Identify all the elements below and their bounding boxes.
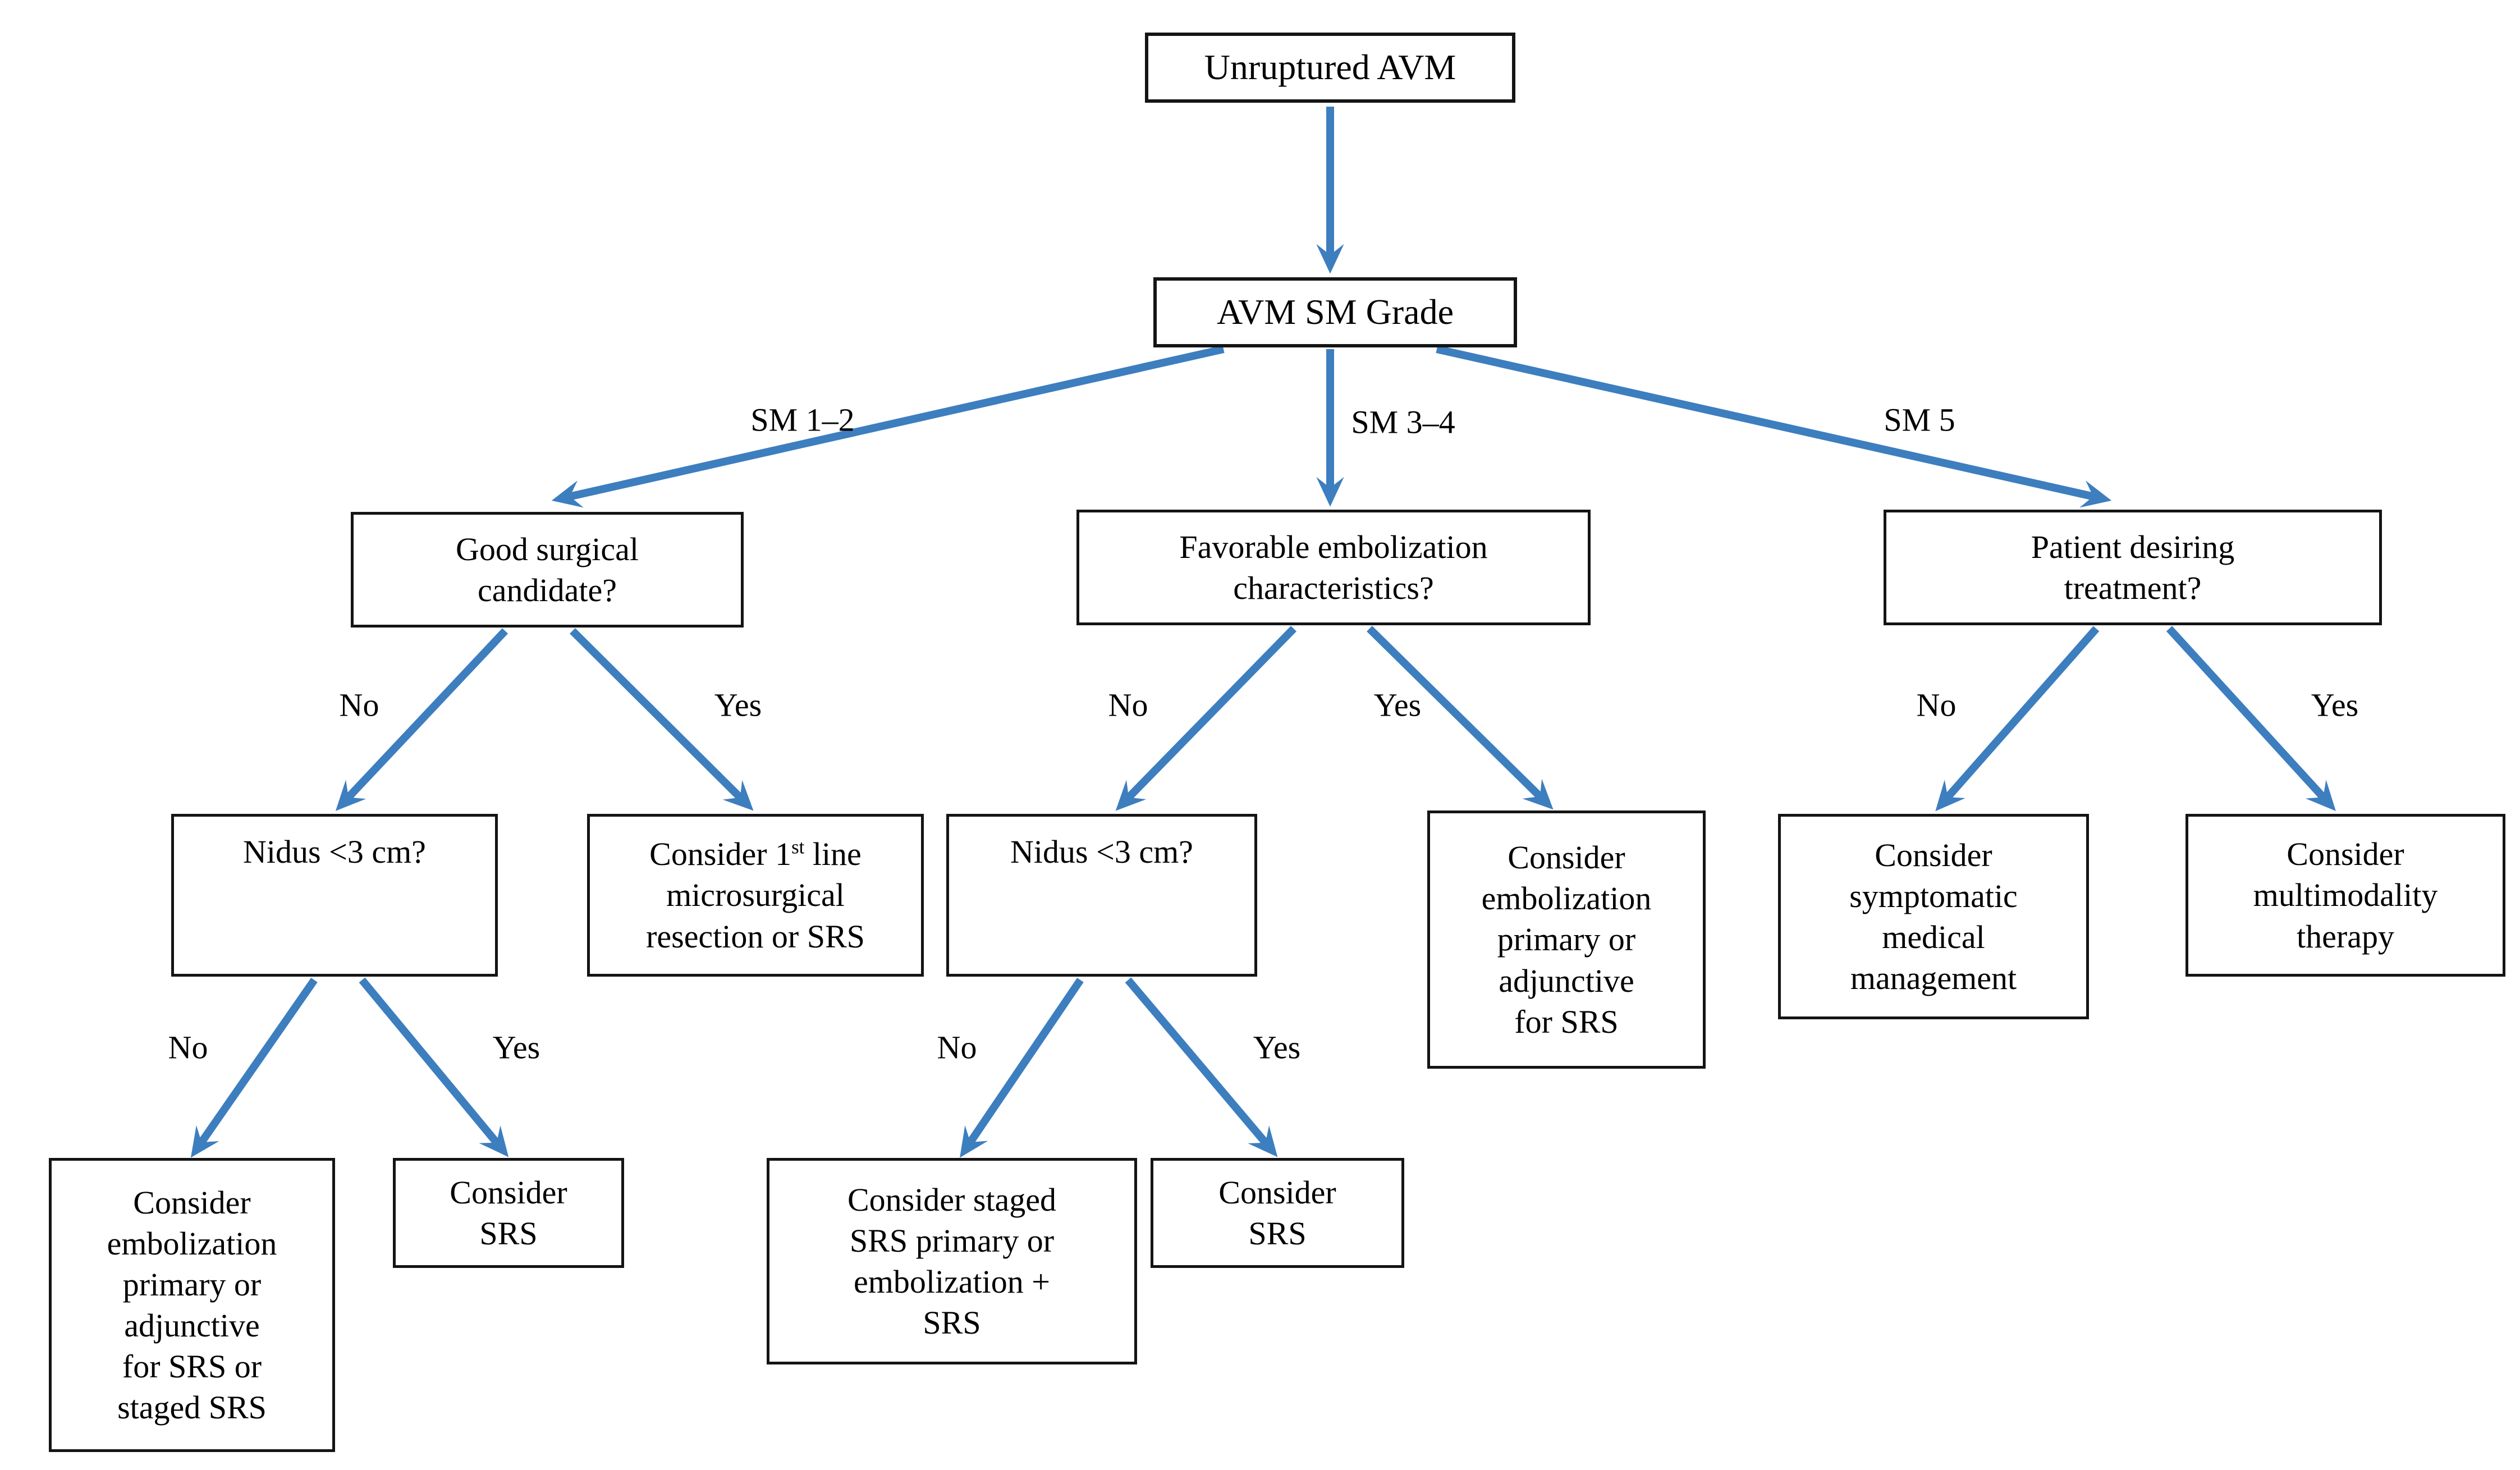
node-favorable-embolization: Favorable embolization characteristics?: [1076, 510, 1591, 625]
node-consider-srs-left: Consider SRS: [393, 1158, 624, 1268]
arrow-embolization-yes: [1367, 626, 1554, 810]
edge-label-yes-embolization: Yes: [1373, 686, 1422, 723]
edge-label-yes-nidus-mid: Yes: [1253, 1029, 1301, 1066]
node-consider-srs-mid: Consider SRS: [1151, 1158, 1404, 1268]
arrow-nidusmid-no: [960, 978, 1084, 1158]
arrow-grade-to-patient: [1436, 345, 2112, 508]
node-staged-srs-primary: Consider staged SRS primary or embolizat…: [767, 1158, 1137, 1364]
edge-label-no-patient: No: [1916, 686, 1957, 723]
node-unruptured-avm: Unruptured AVM: [1145, 33, 1515, 103]
arrow-surgical-no: [335, 628, 508, 811]
edge-label-sm-3-4: SM 3–4: [1351, 404, 1455, 441]
edge-label-yes-surgical: Yes: [714, 686, 762, 723]
edge-label-no-embolization: No: [1108, 686, 1148, 723]
arrow-patient-no: [1935, 626, 2100, 812]
node-good-surgical-candidate: Good surgical candidate?: [351, 512, 744, 628]
node-multimodality-therapy: Consider multimodality therapy: [2185, 814, 2505, 977]
arrow-surgical-yes: [570, 628, 754, 811]
node-first-line-microsurgical: Consider 1st line microsurgical resectio…: [587, 814, 924, 977]
node-embolization-staged-srs: Consider embolization primary or adjunct…: [49, 1158, 335, 1452]
edge-label-yes-nidus-left: Yes: [492, 1029, 540, 1066]
edge-label-yes-patient: Yes: [2311, 686, 2359, 723]
arrow-nidusleft-yes: [359, 977, 509, 1157]
edge-label-sm-1-2: SM 1–2: [750, 401, 855, 438]
edge-label-sm-5: SM 5: [1884, 401, 1955, 438]
arrow-nidusmid-yes: [1125, 977, 1278, 1157]
edge-label-no-nidus-mid: No: [937, 1029, 977, 1066]
edge-label-no-surgical: No: [339, 686, 379, 723]
arrow-embolization-no: [1115, 626, 1297, 811]
first-line-text: Consider 1st line microsurgical resectio…: [646, 836, 865, 955]
arrow-patient-yes: [2166, 626, 2336, 812]
arrow-grade-to-surgical: [551, 345, 1225, 508]
arrow-nidusleft-no: [190, 978, 318, 1158]
node-embolization-for-srs: Consider embolization primary or adjunct…: [1427, 810, 1706, 1069]
node-patient-desiring-treatment: Patient desiring treatment?: [1884, 510, 2382, 625]
node-symptomatic-management: Consider symptomatic medical management: [1778, 814, 2089, 1019]
node-nidus-left: Nidus <3 cm?: [171, 814, 498, 977]
edge-label-no-nidus-left: No: [168, 1029, 208, 1066]
node-nidus-mid: Nidus <3 cm?: [946, 814, 1257, 977]
superscript-st: st: [791, 836, 805, 859]
node-avm-sm-grade: AVM SM Grade: [1153, 277, 1517, 347]
